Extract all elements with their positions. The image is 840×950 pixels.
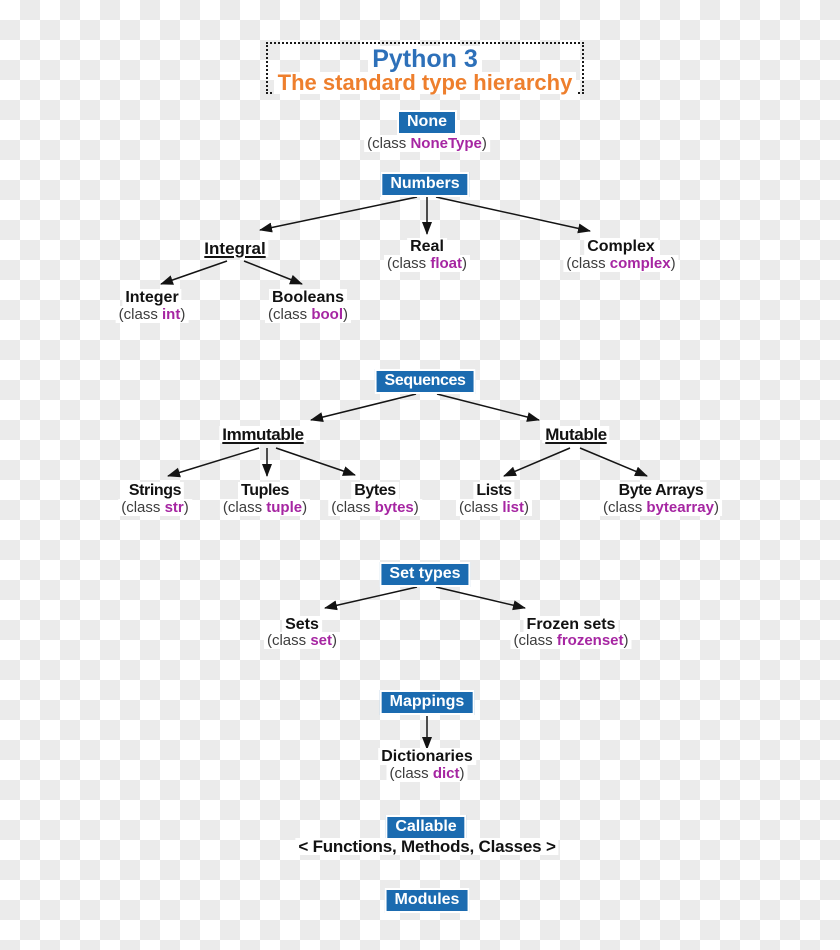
- class-nonetype: (class NoneType): [364, 135, 490, 152]
- node-dictionaries: Dictionaries: [378, 748, 476, 765]
- node-complex: Complex: [584, 238, 658, 255]
- class-set: (class set): [263, 632, 341, 649]
- node-booleans: Booleans: [268, 289, 348, 306]
- header-none: None: [397, 110, 457, 135]
- node-lists: Lists: [473, 482, 515, 499]
- arrow-immutable-to-bytes: [275, 447, 356, 476]
- node-strings: Strings: [125, 482, 185, 499]
- class-dict: (class dict): [386, 765, 468, 782]
- class-frozenset: (class frozenset): [510, 632, 632, 649]
- class-int: (class int): [115, 306, 189, 323]
- arrow-settypes-to-frozensets: [435, 586, 526, 611]
- title-line-1: Python 3: [368, 46, 482, 72]
- group-immutable: Immutable: [219, 426, 307, 443]
- title-line-2: The standard type hierarchy: [273, 72, 577, 94]
- arrow-immutable-to-strings: [167, 447, 260, 478]
- class-float: (class float): [383, 255, 471, 272]
- header-modules: Modules: [384, 888, 470, 913]
- group-mutable: Mutable: [542, 426, 610, 443]
- header-numbers: Numbers: [380, 172, 470, 197]
- arrow-sequences-to-mutable: [436, 393, 540, 422]
- title-box: Python 3 The standard type hierarchy: [266, 42, 584, 94]
- node-integer: Integer: [122, 289, 182, 306]
- arrow-mutable-to-byte-arrays: [579, 447, 648, 477]
- header-sequences: Sequences: [374, 369, 476, 394]
- header-callable: Callable: [385, 815, 467, 840]
- class-bool: (class bool): [265, 306, 351, 323]
- node-sets: Sets: [282, 616, 322, 633]
- header-set-types: Set types: [379, 562, 471, 587]
- arrow-settypes-to-sets: [324, 586, 418, 611]
- class-tuple: (class tuple): [219, 499, 311, 516]
- class-complex: (class complex): [563, 255, 679, 272]
- node-bytes: Bytes: [351, 482, 399, 499]
- node-tuples: Tuples: [238, 482, 292, 499]
- arrow-numbers-to-complex: [435, 196, 591, 234]
- class-bytes: (class bytes): [328, 499, 422, 516]
- node-real: Real: [407, 238, 447, 255]
- header-mappings: Mappings: [379, 690, 475, 715]
- group-integral: Integral: [201, 240, 269, 257]
- arrow-sequences-to-immutable: [310, 393, 417, 422]
- node-frozen-sets: Frozen sets: [523, 616, 619, 633]
- arrow-integral-to-integer: [160, 260, 228, 285]
- node-byte-arrays: Byte Arrays: [615, 482, 707, 499]
- arrow-integral-to-booleans: [243, 260, 303, 285]
- callable-detail: < Functions, Methods, Classes >: [295, 838, 559, 855]
- class-str: (class str): [118, 499, 192, 516]
- class-list: (class list): [455, 499, 533, 516]
- class-bytearray: (class bytearray): [600, 499, 722, 516]
- arrow-numbers-to-integral: [259, 196, 418, 233]
- arrow-mutable-to-lists: [503, 447, 571, 477]
